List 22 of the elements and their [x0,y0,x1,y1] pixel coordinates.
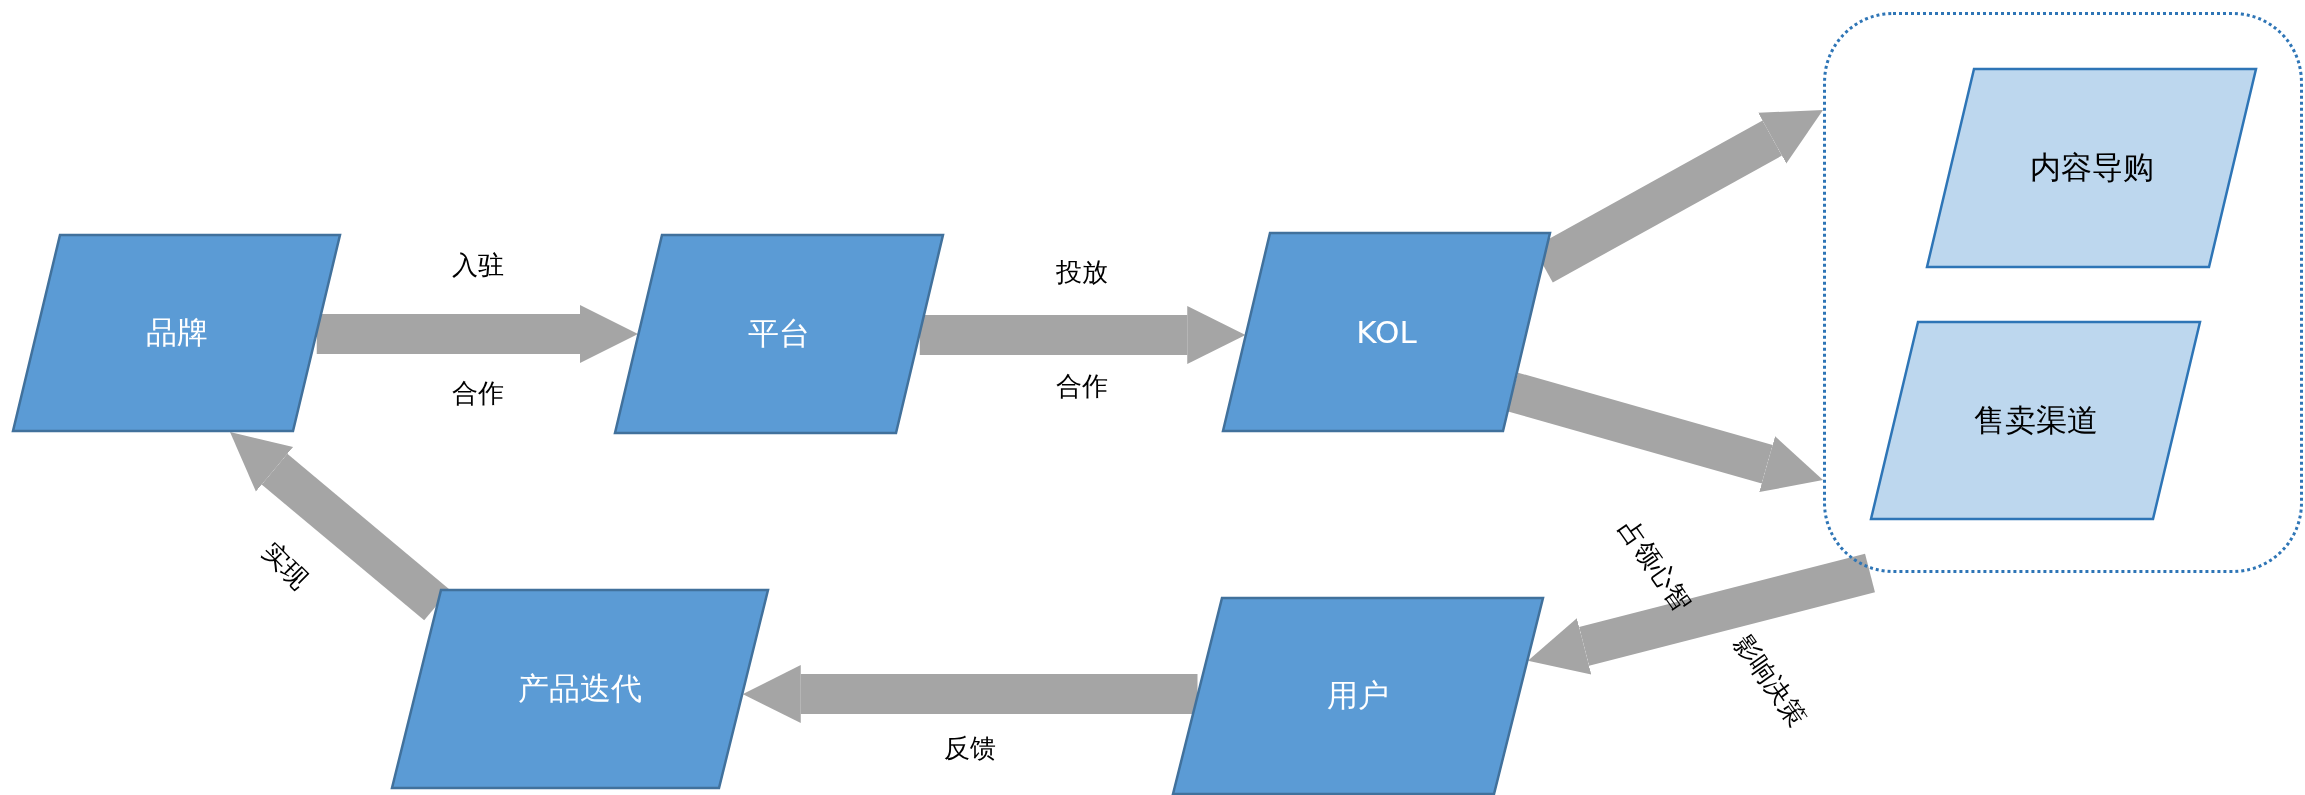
parallelogram-box: 用户 [1172,597,1544,795]
block-arrow [742,665,1198,723]
block-arrow [1527,553,1875,675]
arrow-label: 影响决策 [1727,627,1814,733]
parallelogram-box: 产品迭代 [391,589,769,789]
block-arrow [1507,372,1823,493]
parallelogram-box: 内容导购 [1926,68,2257,268]
block-arrow [230,432,450,621]
group-box [1823,12,2303,573]
edge-label: 实现 [255,534,316,596]
edge-label: 入驻 [452,248,504,282]
edge-label: 反馈 [944,731,996,765]
block-arrow [316,305,638,363]
arrow-label: 合作 [452,376,504,410]
parallelogram-box: 品牌 [12,234,341,432]
parallelogram-box: 售卖渠道 [1870,321,2201,520]
parallelogram-box: KOL [1222,232,1551,432]
edge-label: 投放 [1056,255,1108,289]
parallelogram-box: 平台 [614,234,944,434]
arrow-label: 合作 [1056,369,1108,403]
edge-label: 占领心智 [1612,512,1699,618]
block-arrow [919,306,1246,364]
